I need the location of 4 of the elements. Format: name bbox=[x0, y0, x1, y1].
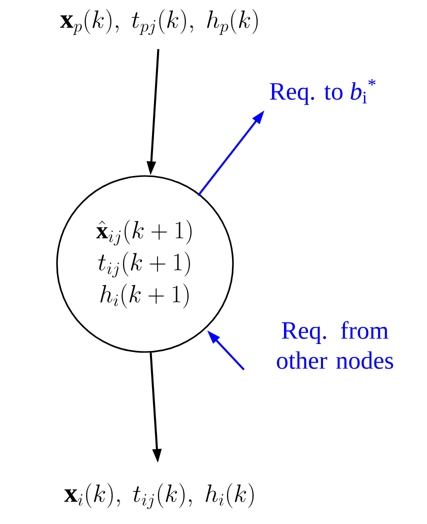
formula-text: $\mathbf{x}_{i}(k),\ t_{ij}(k),\ h_{i}(k)$ bbox=[64, 483, 254, 510]
formula-text: $\mathbf{x}_{p}(k),\ t_{pj}(k),\ h_{p}(k)$ bbox=[60, 9, 258, 36]
request-label: Req. from other nodes bbox=[276, 321, 394, 369]
request-label: Req. to b$_{i}$* bbox=[270, 79, 376, 105]
